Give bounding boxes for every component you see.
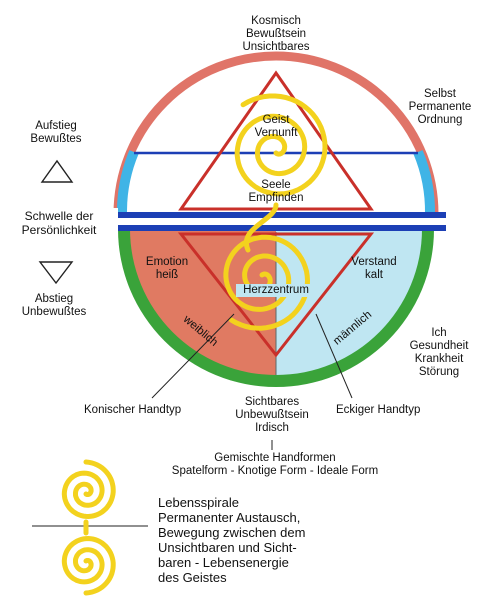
threshold-label: Schwelle der Persönlichkeit (0, 208, 118, 238)
right-top-label: Selbst Permanente Ordnung (400, 88, 480, 127)
top-label: Kosmisch Bewußtsein Unsichtbares (228, 15, 324, 54)
angular-hand-label: Eckiger Handtyp (336, 404, 421, 416)
upper-dome-cyan-left (116, 150, 139, 215)
lower-triangle (177, 232, 375, 358)
right-bottom-label: Ich Gesundheit Krankheit Störung (398, 327, 480, 379)
conical-hand-label: Konischer Handtyp (84, 404, 182, 416)
legend-line: des Geistes (158, 570, 227, 585)
legend-text: Lebensspirale Permanenter Austausch, Bew… (158, 495, 358, 585)
ascent-triangle-icon (40, 159, 74, 183)
seele-label-line: Empfinden (248, 192, 304, 204)
descent-label: Abstieg Unbewußtes (14, 293, 94, 319)
right-top-label-line: Ordnung (417, 114, 463, 126)
visible-label-line: Sichtbares (244, 396, 300, 408)
legend-line: Bewegung zwischen dem (158, 525, 306, 540)
threshold-label-line: Persönlichkeit (21, 223, 97, 237)
pointer-left (151, 313, 235, 399)
legend-line: Permanenter Austausch, (158, 510, 301, 525)
emotion-label: Emotion heiß (137, 256, 197, 282)
lower-right-half (276, 229, 422, 375)
top-label-line: Kosmisch (251, 15, 301, 27)
seele-label-line: Seele (261, 179, 291, 191)
geist-label: Geist Vernunft (241, 114, 311, 140)
top-label-line: Bewußtsein (245, 28, 307, 40)
verstand-label: Verstand kalt (340, 256, 408, 282)
ascent-label-line: Bewußtes (30, 133, 82, 145)
top-label-line: Unsichtbares (242, 41, 310, 53)
visible-label: Sichtbares Unbewußtsein Irdisch (222, 396, 322, 435)
herzzentrum-label: Herzzentrum (236, 284, 316, 297)
ascent-label-line: Aufstieg (35, 120, 77, 132)
descent-label-line: Abstieg (34, 293, 74, 305)
geist-label-line: Geist (262, 114, 290, 126)
right-bottom-label-line: Störung (418, 366, 460, 378)
descent-triangle-icon (38, 261, 74, 285)
upper-dome-cyan-right (413, 150, 436, 215)
ascent-label: Aufstieg Bewußtes (16, 120, 96, 146)
right-bottom-label-line: Krankheit (414, 353, 464, 365)
threshold-label-line: Schwelle der (24, 209, 94, 223)
pointer-right (315, 313, 353, 399)
legend-line: baren - Lebensenergie (158, 555, 289, 570)
geist-label-line: Vernunft (254, 127, 298, 139)
right-bottom-label-line: Gesundheit (409, 340, 469, 352)
descent-label-line: Unbewußtes (21, 306, 87, 318)
spiral-stem (243, 202, 279, 253)
lower-left-half (130, 229, 276, 375)
spiral-upper (234, 93, 328, 197)
verstand-label-line: Verstand (351, 256, 397, 268)
mixed-hand-forms-line: Spatelform - Knotige Form - Ideale Form (171, 465, 379, 477)
right-bottom-label-line: Ich (431, 327, 447, 339)
mixed-hand-forms-label: Gemischte Handformen Spatelform - Knotig… (140, 452, 410, 478)
emotion-label-line: Emotion (145, 256, 189, 268)
emotion-label-line: heiß (155, 269, 179, 281)
right-top-label-line: Selbst (424, 88, 456, 100)
right-top-label-line: Permanente (408, 101, 472, 113)
upper-dome-outer-arc (113, 51, 439, 215)
visible-label-line: Unbewußtsein (235, 409, 309, 421)
mixed-hand-forms-line: Gemischte Handformen (214, 452, 336, 464)
legend-line: Lebensspirale (158, 495, 239, 510)
visible-label-line: Irdisch (255, 422, 289, 434)
legend-spiral-icon (61, 459, 116, 596)
legend-line: Unsichtbaren und Sicht- (158, 540, 297, 555)
verstand-label-line: kalt (365, 269, 383, 281)
seele-label: Seele Empfinden (236, 179, 316, 205)
